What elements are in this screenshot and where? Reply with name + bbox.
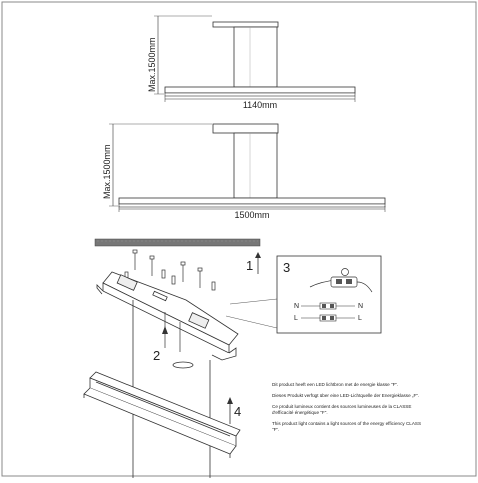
lamp-body-tray	[83, 371, 241, 458]
note-dutch: Dit product heeft een LED lichtbron met …	[272, 382, 399, 387]
terminal-l-right: L	[358, 315, 362, 322]
step-3-label: 3	[283, 260, 290, 275]
wiring-detail-box	[276, 255, 382, 334]
terminal-n-left: N	[294, 303, 299, 310]
lamp-top-width-label: 1140mm	[243, 100, 277, 110]
terminal-n-right: N	[358, 303, 363, 310]
rotate-icon	[172, 361, 194, 369]
lamp-middle-rod	[233, 132, 278, 199]
lamp-top-bar	[164, 86, 356, 94]
note-english: This product light contains a light sour…	[272, 421, 422, 432]
connector-n	[319, 302, 337, 310]
lamp-middle-diagram: Max.1500mm 1500mm	[102, 123, 386, 220]
installation-diagram: 1 2 3 N	[83, 238, 382, 478]
energy-label-notes: Dit product heeft een LED lichtbron met …	[272, 382, 422, 438]
step-1-label: 1	[246, 258, 253, 273]
lamp-top-rod	[233, 26, 278, 88]
mounting-plate	[96, 271, 239, 361]
lamp-middle-width-label: 1500mm	[234, 210, 269, 220]
lamp-middle-canopy	[212, 123, 279, 134]
lamp-top-height-label: Max.1500mm	[147, 37, 157, 92]
lamp-top-diagram: Max.1500mm 1140mm	[147, 15, 356, 110]
terminal-block	[330, 276, 358, 288]
terminal-l-left: L	[294, 315, 298, 322]
step-2-label: 2	[153, 348, 160, 363]
lamp-top-canopy	[212, 21, 279, 28]
lamp-middle-height-label: Max.1500mm	[102, 144, 112, 199]
lamp-middle-bar	[118, 197, 386, 205]
ceiling-screws	[124, 249, 216, 291]
wiring-detail: 3 N L N L	[276, 255, 382, 334]
step-4-label: 4	[234, 404, 241, 419]
note-german: Dieses Produkt verfügt über eine LED-Lic…	[272, 393, 420, 398]
ceiling	[94, 238, 261, 247]
note-french: Ce produit lumineux contient des sources…	[272, 404, 412, 415]
connector-l	[319, 314, 337, 322]
